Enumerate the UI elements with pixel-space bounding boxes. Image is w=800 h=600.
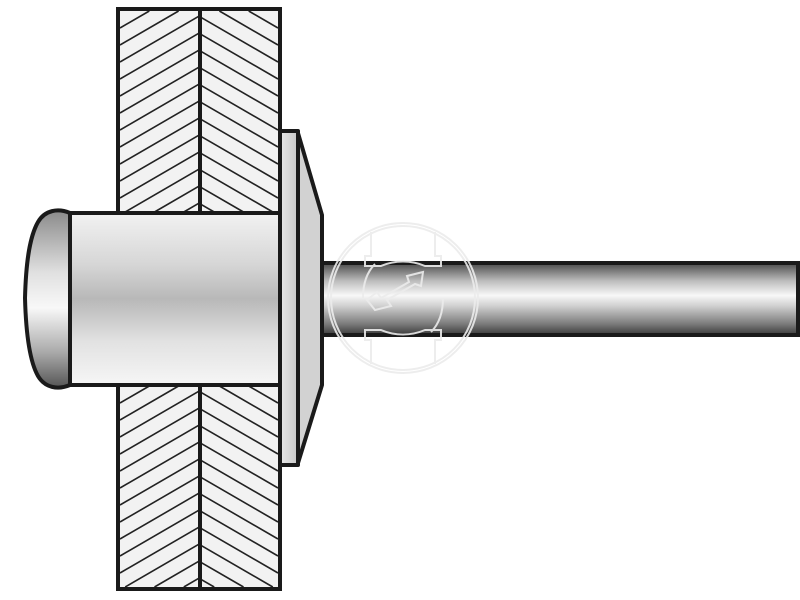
hatch-line [199, 425, 279, 472]
hatch-line [199, 16, 279, 63]
hatch-line [199, 33, 279, 80]
hatch-line [124, 542, 201, 588]
hatch-line [119, 474, 201, 523]
hatch-line [199, 510, 279, 557]
hatch-line [119, 133, 201, 182]
hatch-line [119, 385, 180, 421]
hatch-line [119, 406, 201, 455]
hatch-line [119, 525, 201, 574]
hatch-line [119, 65, 201, 114]
hatch-line [119, 150, 201, 199]
hatch-line [154, 559, 201, 588]
hatch-line [119, 508, 201, 557]
hatch-line [199, 578, 215, 588]
hatch-line [199, 442, 279, 489]
hatch-line [199, 101, 279, 148]
rivet-body [68, 211, 282, 387]
hatch-line [199, 408, 279, 455]
hatch-line [199, 67, 279, 114]
hatch-line [199, 118, 279, 165]
hatch-line [199, 493, 279, 540]
hatch-line [119, 82, 201, 131]
hatch-line [154, 184, 201, 213]
hatch-line [119, 385, 150, 404]
hatch-line [199, 203, 215, 213]
hatch-line [199, 527, 279, 574]
hatch-line [199, 186, 244, 213]
hatch-line [119, 14, 201, 63]
hatch-line [199, 561, 244, 588]
hatch-line [119, 116, 201, 165]
hatch-line [119, 10, 180, 46]
hatch-line [124, 167, 201, 213]
hatch-line [119, 31, 201, 80]
hatch-line [199, 135, 279, 182]
hatch-line [119, 48, 201, 97]
mandrel [320, 261, 800, 337]
hatch-line [199, 459, 279, 506]
hatch-line [119, 423, 201, 472]
hatch-line [183, 576, 201, 588]
rivet-flange [278, 129, 324, 467]
hatch-line [119, 389, 201, 438]
hatch-line [199, 152, 279, 199]
hatch-line [119, 440, 201, 489]
hatch-line [119, 10, 150, 29]
hatch-line [218, 385, 279, 421]
hatch-line [183, 201, 201, 213]
hatch-line [248, 10, 279, 29]
hatch-line [199, 391, 279, 438]
rivet-head [22, 208, 72, 390]
hatch-line [248, 385, 279, 404]
hatch-line [199, 476, 279, 523]
hatch-line [199, 169, 274, 213]
hatch-line [119, 99, 201, 148]
hatch-line [119, 457, 201, 506]
hatch-line [199, 84, 279, 131]
hatch-line [218, 10, 279, 46]
logo-watermark-icon [327, 222, 479, 374]
hatch-line [199, 544, 274, 588]
hatch-line [199, 50, 279, 97]
hatch-line [119, 491, 201, 540]
